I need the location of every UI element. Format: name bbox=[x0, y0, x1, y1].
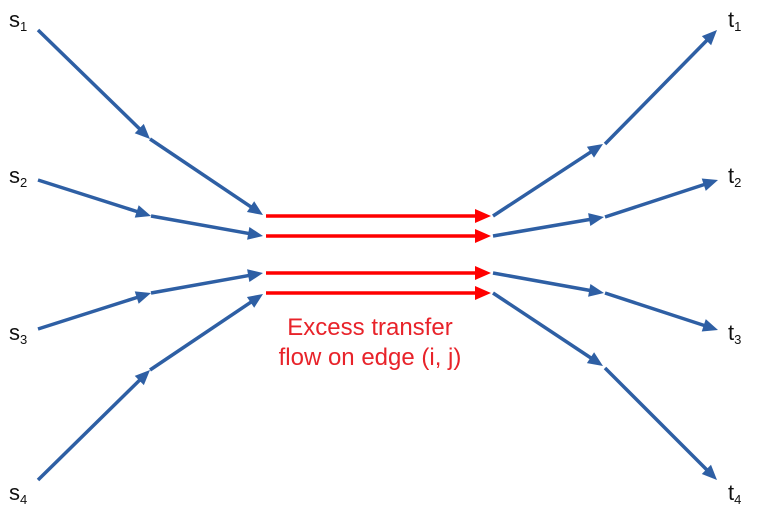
caption-line-1: Excess transfer bbox=[287, 314, 453, 341]
source-label-s4: s4 bbox=[9, 480, 28, 507]
excess-edge-1 bbox=[266, 209, 491, 223]
sink-label-t1: t1 bbox=[728, 7, 742, 34]
sink-label-t3: t3 bbox=[728, 320, 742, 347]
edge-s3-b bbox=[150, 269, 263, 295]
edge-s3-a bbox=[37, 291, 151, 331]
edge-t4-a bbox=[492, 291, 603, 366]
edge-s4-b bbox=[149, 294, 263, 372]
edge-s2-b bbox=[150, 214, 263, 240]
edge-t3-b bbox=[604, 291, 718, 332]
edge-t2-a bbox=[492, 213, 604, 238]
edge-t2-b bbox=[604, 178, 718, 219]
edge-s1-a bbox=[36, 28, 150, 139]
edge-s2-a bbox=[37, 178, 151, 218]
excess-edge-3 bbox=[266, 266, 491, 280]
sink-label-t4: t4 bbox=[728, 480, 742, 507]
edge-t1-b bbox=[603, 30, 717, 146]
edge-s4-a bbox=[36, 370, 150, 482]
caption-line-2: flow on edge (i, j) bbox=[278, 344, 462, 371]
sink-label-t2: t2 bbox=[728, 163, 742, 190]
source-label-s2: s2 bbox=[9, 163, 28, 190]
source-label-s1: s1 bbox=[9, 7, 28, 34]
excess-edge-4 bbox=[266, 286, 491, 300]
edge-t4-b bbox=[603, 366, 717, 480]
edge-t3-a bbox=[492, 271, 604, 297]
excess-flow-caption: Excess transfer flow on edge (i, j) bbox=[240, 313, 500, 373]
source-label-s3: s3 bbox=[9, 320, 28, 347]
edge-s1-b bbox=[149, 137, 263, 215]
excess-edge-2 bbox=[266, 229, 491, 243]
edge-t1-a bbox=[492, 144, 603, 218]
